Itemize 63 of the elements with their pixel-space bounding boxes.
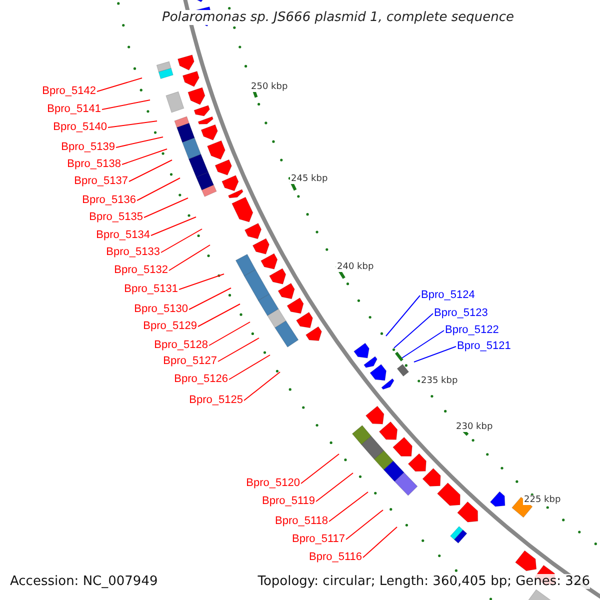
gene-label: Bpro_5140 — [53, 121, 107, 134]
leader-line — [300, 454, 340, 484]
leader-line — [178, 274, 224, 290]
gene-label: Bpro_5122 — [445, 324, 499, 337]
title: Polaromonas sp. JS666 plasmid 1, complete sequence — [160, 10, 516, 25]
leader-line — [108, 120, 158, 128]
leader-line — [402, 330, 444, 358]
leader-line — [96, 78, 142, 92]
gene-label: Bpro_5135 — [89, 211, 143, 224]
footer-note: Accession: NC_007949 — [10, 574, 158, 589]
gene-label: Bpro_5117 — [292, 533, 345, 546]
gene-label: Bpro_5119 — [262, 495, 315, 508]
gene-label: Bpro_5116 — [308, 551, 362, 564]
gene-label: Bpro_5131 — [124, 283, 178, 296]
gene-label: Bpro_5136 — [82, 194, 136, 207]
gene-label: Bpro_5138 — [67, 158, 121, 171]
gene-label: Bpro_5127 — [163, 355, 217, 368]
leader-line — [198, 304, 240, 327]
gene-label: Bpro_5125 — [189, 394, 243, 407]
gene-label: Bpro_5118 — [274, 515, 328, 528]
gene-label: Bpro_5123 — [434, 307, 488, 320]
leader-line — [116, 136, 164, 148]
leader-line — [362, 526, 398, 558]
leader-line — [102, 100, 150, 110]
gene-label: Bpro_5129 — [143, 320, 197, 333]
leader-line — [160, 228, 202, 253]
leader-line — [244, 372, 280, 401]
footer-note: Topology: circular; Length: 360,405 bp; Genes: 326 — [258, 574, 590, 589]
scale-label: 245 kbp — [290, 174, 329, 184]
gene-label: Bpro_5126 — [174, 373, 228, 386]
gene-label: Bpro_5137 — [74, 175, 128, 188]
leader-line — [218, 338, 260, 362]
leader-line — [122, 148, 168, 165]
scale-label: 240 kbp — [336, 262, 375, 272]
gene-label: Bpro_5130 — [134, 303, 188, 316]
leader-line — [328, 492, 368, 522]
leader-line — [150, 216, 196, 236]
leader-line — [316, 472, 354, 502]
gene-label: Bpro_5133 — [106, 246, 160, 259]
leader-line — [208, 322, 250, 346]
scale-label: 250 kbp — [250, 82, 289, 92]
scale-label: 225 kbp — [523, 495, 562, 505]
leader-line — [394, 313, 434, 348]
leader-line — [188, 288, 232, 310]
gene-label: Bpro_5120 — [246, 477, 300, 490]
leader-line — [168, 244, 210, 271]
gene-label: Bpro_5142 — [42, 85, 96, 98]
leader-line — [346, 510, 384, 540]
leader-line — [386, 295, 420, 336]
gene-label: Bpro_5121 — [457, 340, 511, 353]
leader-line — [128, 160, 172, 182]
gene-label: Bpro_5134 — [96, 229, 150, 242]
leader-line — [136, 178, 180, 201]
gene-label: Bpro_5124 — [421, 289, 475, 302]
scale-label: 230 kbp — [455, 422, 494, 432]
scale-label: 235 kbp — [420, 376, 459, 386]
gene-label: Bpro_5128 — [154, 339, 208, 352]
gene-label: Bpro_5139 — [61, 141, 115, 154]
leader-line — [414, 346, 456, 362]
leader-line — [144, 198, 188, 218]
gene-label: Bpro_5141 — [47, 103, 101, 116]
gene-label: Bpro_5132 — [114, 264, 168, 277]
leader-line — [228, 354, 270, 380]
